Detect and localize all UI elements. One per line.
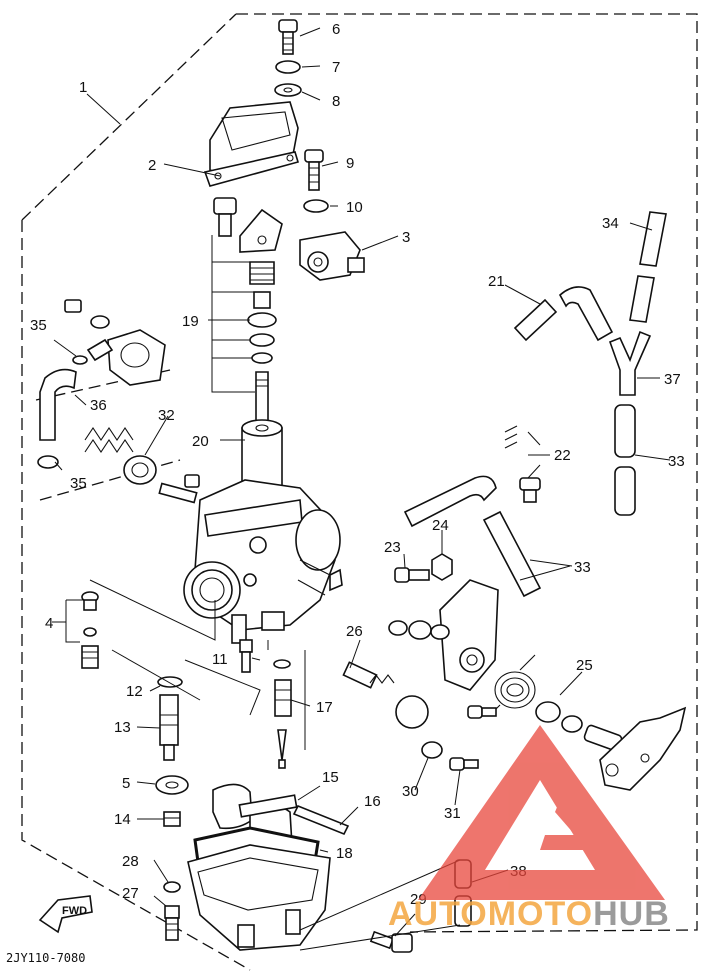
small-screw: [467, 705, 497, 719]
callout-10: 10: [346, 199, 363, 216]
washer-5: [155, 775, 189, 795]
float-valve-17: [273, 659, 292, 769]
needle-clip-stack-19: [247, 261, 277, 439]
callout-18: 18: [336, 845, 353, 862]
washer-b: [430, 624, 450, 640]
callout-15: 15: [322, 769, 339, 786]
choke-spring: [84, 427, 134, 453]
watermark-triangle-icon: [418, 725, 665, 900]
needle-jet-13: [159, 694, 179, 761]
float-chamber: [187, 844, 331, 951]
callout-22: 22: [554, 447, 571, 464]
callout-25: 25: [576, 657, 593, 674]
screw-9: [304, 149, 324, 191]
leader-lines: [53, 27, 671, 937]
screw-6: [278, 19, 298, 55]
callout-35a: 35: [30, 317, 47, 334]
callout-16: 16: [364, 793, 381, 810]
starter-cap: [64, 299, 166, 386]
hose-bend: [403, 475, 497, 528]
clip-35-bottom: [37, 455, 59, 469]
callout-13: 13: [114, 719, 131, 736]
watermark-part2: MOTO: [488, 895, 593, 933]
callout-27: 27: [122, 885, 139, 902]
callout-34: 34: [602, 215, 619, 232]
callout-32: 32: [158, 407, 175, 424]
callout-12: 12: [126, 683, 143, 700]
callout-26: 26: [346, 623, 363, 640]
fwd-arrow-icon: FWD: [38, 895, 93, 934]
hose-33-right: [614, 404, 636, 516]
callout-5: 5: [122, 775, 130, 792]
washer-c: [561, 715, 583, 733]
callout-1: 1: [79, 79, 87, 96]
lock-washer-7: [275, 60, 301, 74]
callout-20: 20: [192, 433, 209, 450]
callout-19: 19: [182, 313, 199, 330]
y-joint-37: [608, 330, 652, 396]
callout-30: 30: [402, 783, 419, 800]
collar: [535, 701, 561, 723]
choke-plunger-32: [123, 455, 157, 485]
pilot-screw: [158, 474, 200, 504]
throttle-lever: [583, 706, 687, 791]
callout-35b: 35: [70, 475, 87, 492]
carburetor-body: [183, 479, 343, 644]
hose-33-mid: [482, 510, 542, 598]
washer-30: [421, 741, 443, 759]
callout-33a: 33: [668, 453, 685, 470]
screw-23: [394, 567, 430, 583]
callout-9: 9: [346, 155, 354, 172]
callout-31: 31: [444, 805, 461, 822]
throttle-bracket-3: [299, 231, 365, 281]
callout-28: 28: [122, 853, 139, 870]
watermark-part1: AUTO: [388, 895, 488, 933]
callout-labels: 1 2 3 4 5 6 7 8 9 10 11 12 13 14 15 16 1…: [30, 21, 685, 908]
callout-2: 2: [148, 157, 156, 174]
washer: [408, 620, 432, 640]
callout-8: 8: [332, 93, 340, 110]
throttle-lever-bracket: [439, 579, 499, 691]
throttle-stop-screw-26: [342, 661, 429, 729]
callout-6: 6: [332, 21, 340, 38]
jet-14: [163, 811, 181, 827]
pilot-jet-4: [81, 591, 99, 669]
torsion-spring-25: [489, 654, 536, 716]
hose-21: [513, 286, 614, 342]
callout-7: 7: [332, 59, 340, 76]
screw-22: [504, 425, 541, 503]
callout-24: 24: [432, 517, 449, 534]
washer-28: [163, 881, 181, 893]
clip-35-top: [72, 355, 88, 365]
callout-33b: 33: [574, 559, 591, 576]
part-code: 2JY110-7080: [6, 951, 85, 965]
callout-21: 21: [488, 273, 505, 290]
e-clip: [388, 620, 408, 636]
main-jet-11: [239, 639, 253, 673]
watermark-text: AUTOMOTOHUB: [388, 895, 670, 933]
callout-4: 4: [45, 615, 53, 632]
callout-14: 14: [114, 811, 131, 828]
hose-36: [39, 368, 77, 441]
washer-10: [303, 199, 329, 213]
callout-17: 17: [316, 699, 333, 716]
hose-34: [629, 211, 667, 323]
watermark-part3: HUB: [593, 895, 670, 933]
callout-23: 23: [384, 539, 401, 556]
screw-31: [449, 757, 479, 771]
fwd-label: FWD: [62, 905, 87, 917]
drain-screw-27: [164, 905, 180, 941]
washer-8: [274, 83, 302, 97]
watermark-logo: [418, 725, 665, 900]
callout-37: 37: [664, 371, 681, 388]
drain-plug-29: [369, 930, 413, 953]
callout-11: 11: [212, 651, 228, 668]
float-pin-16: [292, 804, 350, 836]
callout-3: 3: [402, 229, 410, 246]
nut-24: [431, 553, 453, 581]
callout-36: 36: [90, 397, 107, 414]
top-cover-2: [203, 101, 300, 187]
slide-plate: [213, 197, 283, 253]
